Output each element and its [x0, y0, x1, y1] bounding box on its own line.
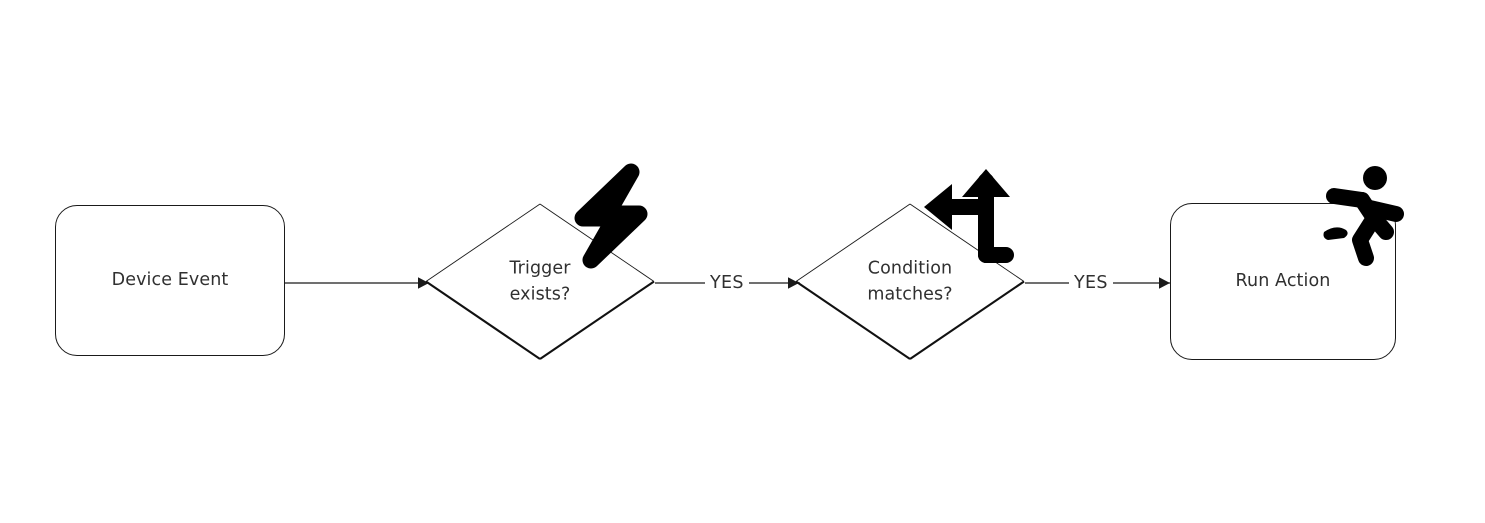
- node-condition-decision[interactable]: Condition matches?: [795, 203, 1025, 360]
- edge-label-condition-to-action: YES: [1069, 274, 1113, 293]
- node-device-event-label: Device Event: [111, 269, 229, 290]
- node-run-action[interactable]: Run Action: [1170, 203, 1396, 360]
- edge-label-trigger-to-condition: YES: [705, 274, 749, 293]
- node-trigger-decision[interactable]: Trigger exists?: [425, 203, 655, 360]
- node-run-action-label: Run Action: [1235, 270, 1331, 291]
- edge-event-to-trigger: [285, 268, 430, 298]
- node-device-event[interactable]: Device Event: [55, 205, 285, 356]
